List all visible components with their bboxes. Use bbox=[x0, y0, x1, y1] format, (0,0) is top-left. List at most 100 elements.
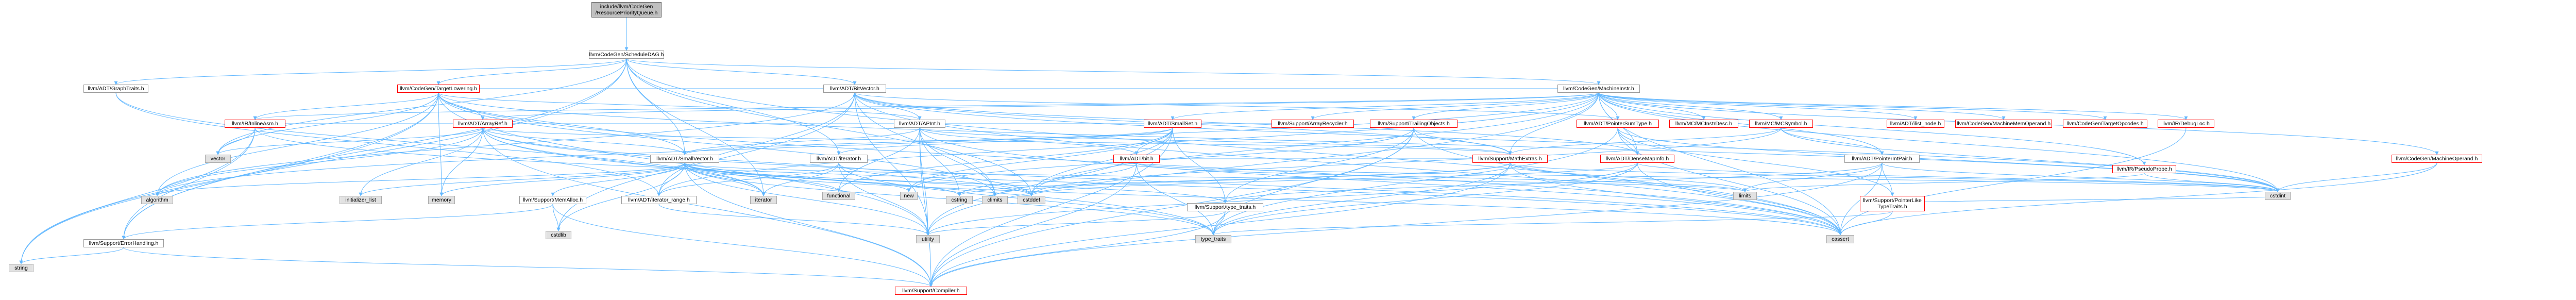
edge-sched_dag-to-iterator bbox=[626, 58, 841, 155]
node-cstddef[interactable]: cstddef bbox=[1018, 196, 1045, 204]
node-bitvector[interactable]: llvm/ADT/BitVector.h bbox=[823, 85, 886, 93]
node-adt-bit[interactable]: llvm/ADT/bit.h bbox=[1113, 155, 1160, 163]
node-small-set[interactable]: llvm/ADT/SmallSet.h bbox=[1144, 120, 1201, 128]
edge-machine_inst-to-utility bbox=[926, 92, 1599, 236]
edge-small_set-to-utility bbox=[926, 127, 1173, 236]
edge-adt_bit-to-limits bbox=[1136, 162, 1747, 192]
edge-machine_inst-to-array_ref bbox=[481, 92, 1599, 120]
edge-pseudo_probe-to-cstdint bbox=[2144, 173, 2280, 192]
node-target-opcodes[interactable]: llvm/CodeGen/TargetOpcodes.h bbox=[2063, 120, 2147, 128]
edge-machine_inst-to-mc_instdesc bbox=[1598, 92, 1706, 120]
edge-machine_inst-to-cstddef bbox=[1029, 92, 1599, 196]
node-pointer-like-type-traits[interactable]: llvm/Support/PointerLike TypeTraits.h bbox=[1860, 196, 1925, 211]
edge-target_low-to-cstdint bbox=[438, 92, 2280, 192]
node-graph-traits[interactable]: llvm/ADT/GraphTraits.h bbox=[83, 85, 148, 93]
edge-array_ref-to-memory bbox=[439, 127, 483, 196]
node-cassert[interactable]: cassert bbox=[1826, 235, 1854, 243]
edge-small_vector-to-new bbox=[684, 162, 911, 192]
node-dense-map-info[interactable]: llvm/ADT/DenseMapInfo.h bbox=[1600, 155, 1674, 163]
edge-array_ref-to-small_vector bbox=[482, 127, 687, 155]
edge-ptr_int_pair-to-cstdint bbox=[1882, 162, 2280, 192]
edge-array_ref-to-vector bbox=[216, 127, 483, 155]
node-memory[interactable]: memory bbox=[428, 196, 455, 204]
edge-target_low-to-ap_int bbox=[438, 92, 922, 120]
node-vector[interactable]: vector bbox=[205, 155, 231, 163]
edge-machine_inst-to-array_recyc bbox=[1311, 92, 1599, 120]
edge-sched_dag-to-machine_inst bbox=[626, 58, 1601, 85]
edge-array_ref-to-cstddef bbox=[482, 127, 1033, 196]
node-support-type-traits[interactable]: llvm/Support/type_traits.h bbox=[1187, 203, 1263, 211]
node-error-handling[interactable]: llvm/Support/ErrorHandling.h bbox=[83, 239, 164, 247]
edge-mem_alloc-to-compiler bbox=[552, 204, 933, 287]
node-array-ref[interactable]: llvm/ADT/ArrayRef.h bbox=[453, 120, 513, 128]
edge-sched_dag-to-small_vector bbox=[626, 58, 687, 155]
edge-bitvector-to-algorithm bbox=[155, 92, 855, 196]
edge-small_vector-to-algorithm bbox=[155, 162, 685, 196]
node-apint[interactable]: llvm/ADT/APInt.h bbox=[894, 120, 945, 128]
node-machine-operand[interactable]: llvm/CodeGen/MachineOperand.h bbox=[2392, 155, 2482, 163]
node-string[interactable]: string bbox=[9, 264, 33, 272]
edge-small_vector-to-init_list bbox=[359, 162, 685, 196]
edge-machine_inst-to-mc_symbol bbox=[1598, 92, 1783, 120]
node-iterator-std[interactable]: iterator bbox=[750, 196, 777, 204]
node-pointer-sum-type[interactable]: llvm/ADT/PointerSumType.h bbox=[1577, 120, 1659, 128]
node-algorithm[interactable]: algorithm bbox=[141, 196, 173, 204]
edge-small_vector-to-cstring bbox=[684, 162, 961, 196]
node-machine-mem-operand[interactable]: llvm/CodeGen/MachineMemOperand.h bbox=[1955, 120, 2052, 128]
node-iterator-range[interactable]: llvm/ADT/iterator_range.h bbox=[621, 196, 697, 204]
edge-math_extras-to-limits bbox=[1510, 162, 1747, 192]
edge-inline_asm-to-string bbox=[19, 127, 256, 264]
node-compiler[interactable]: llvm/Support/Compiler.h bbox=[895, 287, 967, 295]
edge-small_vector-to-cassert bbox=[684, 162, 1842, 236]
edge-dense_map-to-cstdint bbox=[1637, 162, 2280, 192]
node-inline-asm[interactable]: llvm/IR/InlineAsm.h bbox=[225, 120, 285, 128]
edge-array_ref-to-init_list bbox=[359, 127, 483, 196]
node-ilist-node[interactable]: llvm/ADT/ilist_node.h bbox=[1887, 120, 1944, 128]
edge-ap_int-to-cassert bbox=[919, 127, 1842, 236]
node-root-file[interactable]: include/llvm/CodeGen /ResourcePriorityQu… bbox=[591, 2, 662, 18]
node-limits[interactable]: limits bbox=[1733, 192, 1757, 200]
edge-small_vector-to-cstddef bbox=[684, 162, 1033, 196]
node-pointer-int-pair[interactable]: llvm/ADT/PointerIntPair.h bbox=[1844, 155, 1920, 163]
edge-bitvector-to-utility bbox=[854, 92, 930, 236]
node-cstdint[interactable]: cstdint bbox=[2265, 192, 2291, 200]
edge-machine_inst-to-algorithm bbox=[155, 92, 1599, 196]
node-mc-instr-desc[interactable]: llvm/MC/MCInstrDesc.h bbox=[1669, 120, 1738, 128]
node-cstring[interactable]: cstring bbox=[946, 196, 973, 204]
node-mc-symbol[interactable]: llvm/MC/MCSymbol.h bbox=[1749, 120, 1813, 128]
edge-small_set-to-functional bbox=[837, 127, 1173, 192]
node-target-lowering[interactable]: llvm/CodeGen/TargetLowering.h bbox=[397, 85, 480, 93]
edge-small_vector-to-utility bbox=[684, 162, 930, 236]
node-trailing-objects[interactable]: llvm/Support/TrailingObjects.h bbox=[1370, 120, 1458, 128]
edge-ap_int-to-small_vector bbox=[683, 127, 920, 155]
node-type-traits[interactable]: type_traits bbox=[1195, 235, 1231, 243]
node-math-extras[interactable]: llvm/Support/MathExtras.h bbox=[1472, 155, 1548, 163]
edge-machine_inst-to-mach_memop bbox=[1598, 92, 2006, 120]
edge-machine_inst-to-cassert bbox=[1598, 92, 1842, 236]
edge-iterator-to-iter_range bbox=[657, 162, 839, 196]
node-adt-iterator[interactable]: llvm/ADT/iterator.h bbox=[810, 155, 868, 163]
edge-graph_traits-to-iter_range bbox=[115, 92, 661, 196]
edge-mc_symbol-to-ptr_int_pair bbox=[1781, 127, 1884, 155]
edge-type_traits_h-to-type_traits bbox=[1211, 211, 1226, 236]
edge-machine_inst-to-ptr_sum bbox=[1598, 92, 1620, 120]
edge-target_low-to-cassert bbox=[438, 92, 1842, 236]
node-initializer-list[interactable]: initializer_list bbox=[340, 196, 382, 204]
node-pseudo-probe[interactable]: llvm/IR/PseudoProbe.h bbox=[2112, 165, 2176, 173]
node-schedule-dag[interactable]: llvm/CodeGen/ScheduleDAG.h bbox=[589, 51, 664, 59]
node-debug-loc[interactable]: llvm/IR/DebugLoc.h bbox=[2158, 120, 2214, 128]
node-machine-instr[interactable]: llvm/CodeGen/MachineInstr.h bbox=[1557, 85, 1640, 93]
node-functional[interactable]: functional bbox=[822, 192, 855, 200]
edge-math_extras-to-cstring bbox=[957, 162, 1511, 196]
edge-machine_inst-to-ilist_node bbox=[1598, 92, 1918, 120]
node-small-vector[interactable]: llvm/ADT/SmallVector.h bbox=[650, 155, 719, 163]
node-array-recycler[interactable]: llvm/Support/ArrayRecycler.h bbox=[1272, 120, 1354, 128]
node-utility[interactable]: utility bbox=[916, 235, 940, 243]
edge-ptr_sum-to-ptr_like bbox=[1617, 127, 1894, 196]
node-mem-alloc[interactable]: llvm/Support/MemAlloc.h bbox=[519, 196, 586, 204]
node-new[interactable]: new bbox=[900, 192, 918, 200]
node-cstdlib[interactable]: cstdlib bbox=[546, 231, 571, 239]
node-climits[interactable]: climits bbox=[982, 196, 1008, 204]
edge-ptr_sum-to-cassert bbox=[1617, 127, 1842, 236]
